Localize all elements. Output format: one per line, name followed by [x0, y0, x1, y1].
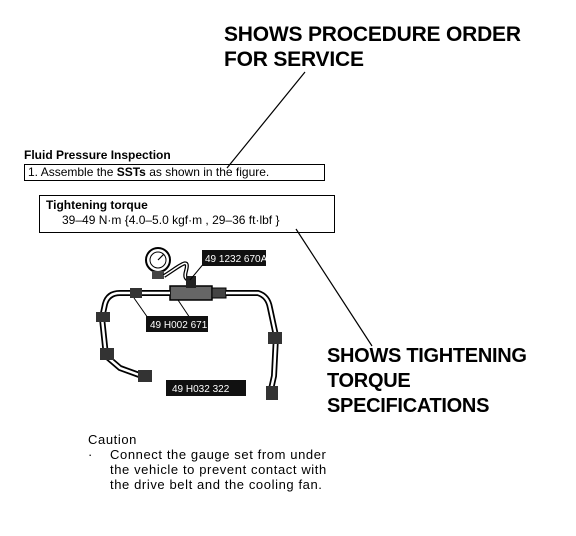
- fitting: [96, 312, 110, 322]
- fitting: [266, 386, 278, 400]
- caution-line: Connect the gauge set from under: [110, 447, 327, 462]
- valve-body: [169, 276, 227, 301]
- procedure-step: 1. Assemble the SSTs as shown in the fig…: [24, 164, 325, 181]
- torque-title: Tightening torque: [46, 198, 148, 212]
- caution-heading: Caution: [88, 432, 138, 447]
- caution-block: Caution · Connect the gauge set from unde…: [88, 432, 327, 492]
- callout-line: SPECIFICATIONS: [327, 395, 490, 417]
- torque-value: 39–49 N·m {4.0–5.0 kgf·m , 29–36 ft·lbf …: [62, 213, 280, 227]
- leader-line-procedure: [226, 71, 306, 169]
- step-text: Assemble the: [38, 165, 117, 179]
- gauge-set-figure: 49 1232 670A 49 H002 671 49 H032 322: [96, 247, 282, 400]
- callout-line: TORQUE: [327, 370, 411, 392]
- part-label-h002: 49 H002 671: [146, 316, 208, 332]
- fitting: [130, 288, 142, 298]
- pressure-gauge: [145, 247, 171, 279]
- procedure-order-callout: SHOWS PROCEDURE ORDER FOR SERVICE: [224, 22, 564, 72]
- callout-line: SHOWS PROCEDURE ORDER: [224, 23, 521, 46]
- caution-line: the drive belt and the cooling fan.: [110, 477, 323, 492]
- callout-line: FOR SERVICE: [224, 48, 364, 71]
- leader-line-torque: [295, 228, 373, 347]
- step-number: 1.: [28, 165, 39, 179]
- part-number: 49 1232 670A: [205, 254, 268, 265]
- part-number: 49 H032 322: [172, 384, 230, 395]
- left-hose: [99, 317, 144, 379]
- step-text: as shown in the figure.: [145, 165, 270, 179]
- part-number: 49 H002 671: [150, 320, 208, 331]
- torque-spec-callout: SHOWS TIGHTENING TORQUE SPECIFICATIONS: [327, 344, 567, 419]
- fitting: [138, 370, 152, 382]
- bullet: ·: [88, 447, 93, 462]
- fitting: [100, 348, 114, 360]
- right-pipe: [226, 290, 279, 337]
- fitting: [268, 332, 282, 344]
- caution-line: the vehicle to prevent contact with: [110, 462, 327, 477]
- step-text-bold: SSTs: [116, 165, 146, 179]
- part-label-h032: 49 H032 322: [166, 380, 246, 396]
- torque-box: Tightening torque 39–49 N·m {4.0–5.0 kgf…: [39, 195, 335, 233]
- callout-line: SHOWS TIGHTENING: [327, 345, 527, 367]
- procedure-heading: Fluid Pressure Inspection: [24, 148, 171, 162]
- part-label-1232: 49 1232 670A: [202, 250, 268, 266]
